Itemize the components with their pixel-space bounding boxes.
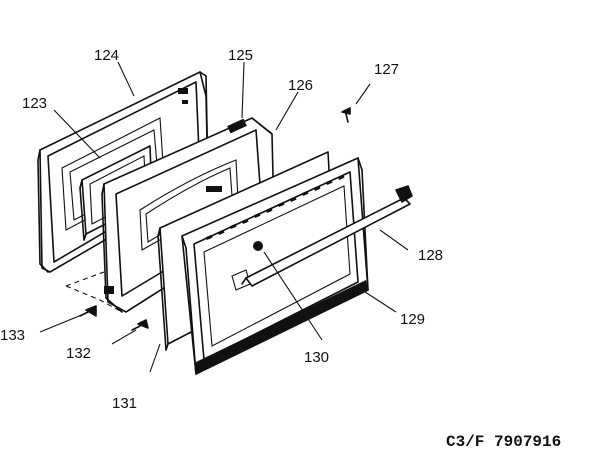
callout-128: 128 xyxy=(418,247,443,264)
callout-125: 125 xyxy=(228,47,253,64)
callout-133: 133 xyxy=(0,327,25,344)
screw-132 xyxy=(131,319,149,331)
callout-124: 124 xyxy=(94,47,119,64)
door-handle-128 xyxy=(241,185,413,287)
callout-127: 127 xyxy=(374,61,399,78)
callout-129: 129 xyxy=(400,311,425,328)
assembly-guide-lines xyxy=(65,271,123,313)
leader-lines xyxy=(39,61,409,373)
screw-127 xyxy=(341,107,351,123)
callout-132: 132 xyxy=(66,345,91,362)
callout-130: 130 xyxy=(304,349,329,366)
callout-131: 131 xyxy=(112,395,137,412)
callout-126: 126 xyxy=(288,77,313,94)
callout-123: 123 xyxy=(22,95,47,112)
diagram-code: C3/F 7907916 xyxy=(446,433,561,451)
